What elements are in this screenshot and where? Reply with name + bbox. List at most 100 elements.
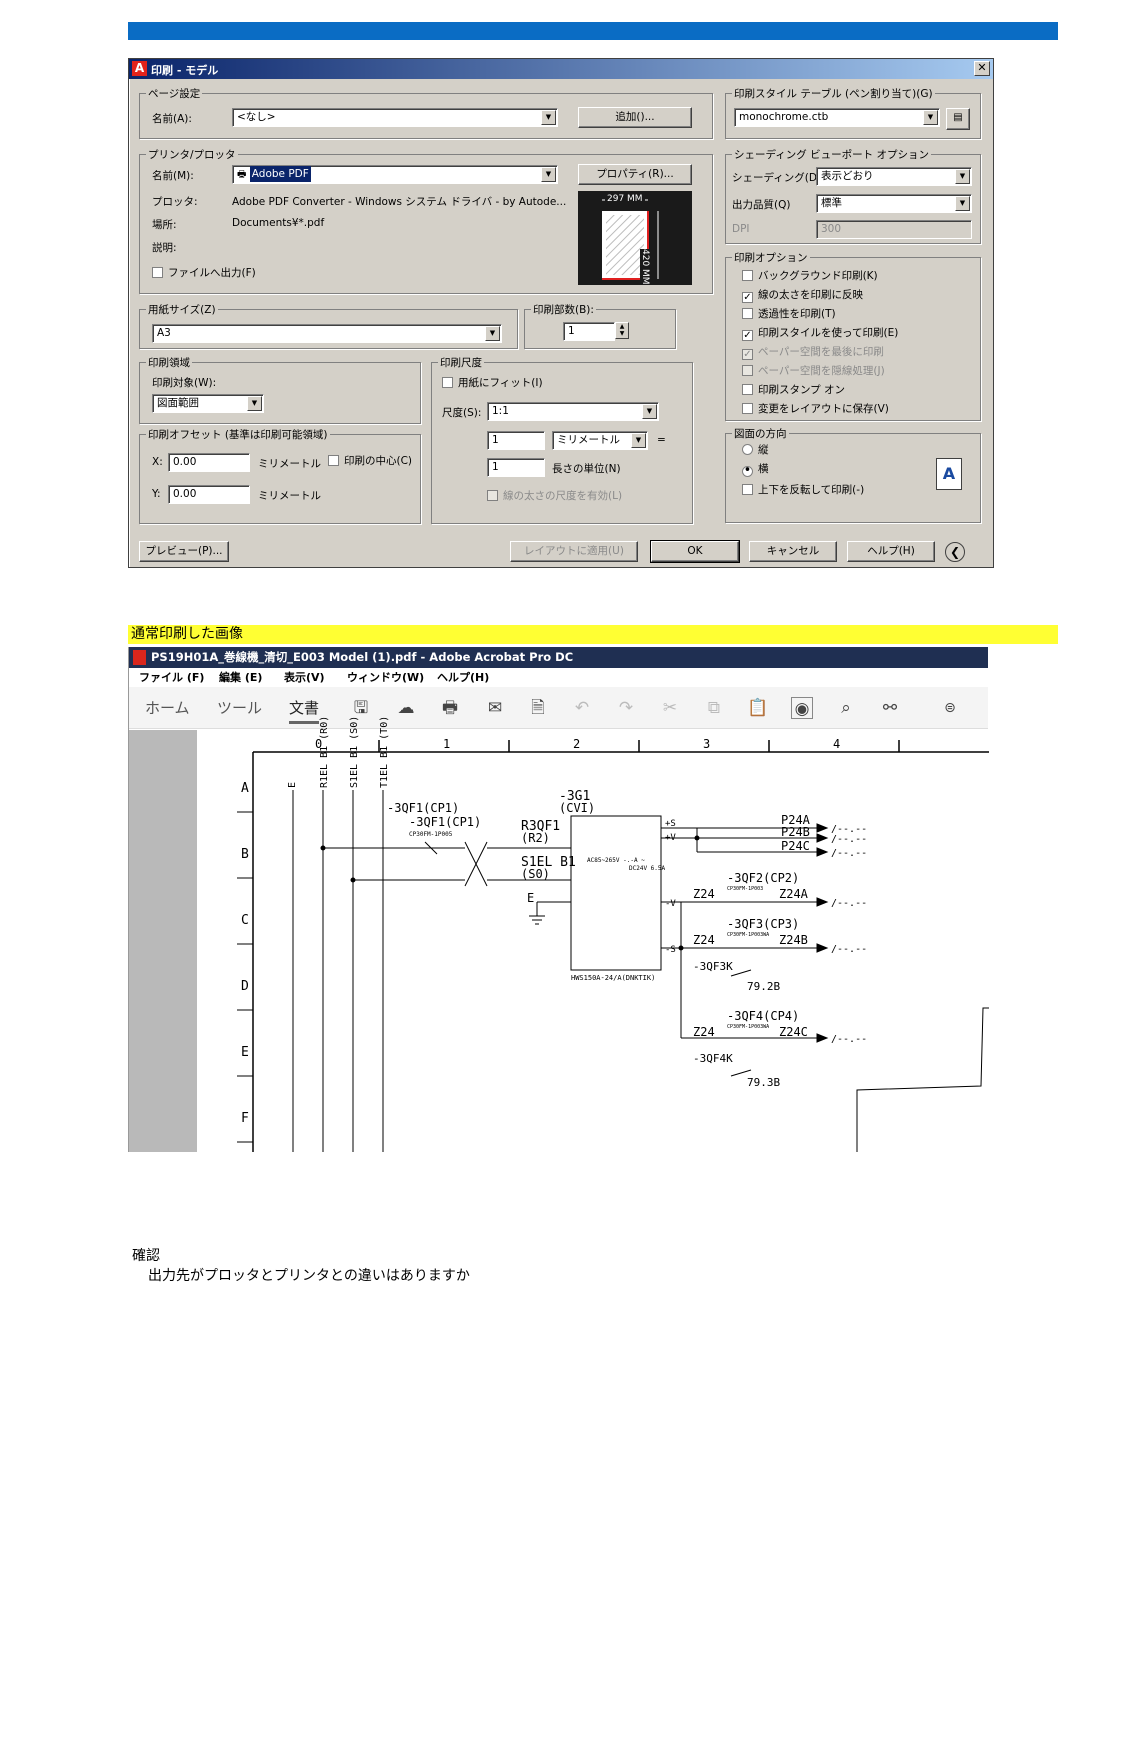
undo-icon[interactable]: ↶	[574, 698, 590, 718]
plot-area-group: 印刷領域 印刷対象(W): 図面範囲 ▼	[139, 355, 421, 424]
fit-to-paper-checkbox[interactable]: 用紙にフィット(I)	[442, 377, 543, 390]
column-number: 2	[573, 737, 580, 751]
mail-icon[interactable]: ✉	[487, 698, 503, 718]
snapshot-icon[interactable]: ◉	[791, 697, 813, 719]
menu-file[interactable]: ファイル (F)	[139, 671, 205, 684]
acrobat-menu-bar: ファイル (F) 編集 (E) 表示(V) ウィンドウ(W) ヘルプ(H)	[129, 668, 988, 687]
arrow-ref: /--.--	[831, 898, 867, 909]
menu-help[interactable]: ヘルプ(H)	[437, 671, 490, 684]
plot-to-file-checkbox[interactable]: ファイルへ出力(F)	[152, 267, 256, 280]
cut-icon[interactable]: ✂	[662, 698, 678, 718]
scale-select[interactable]: 1:1 ▼	[487, 402, 659, 421]
note-text: 出力先がプロッタとプリンタとの違いはありますか	[148, 1268, 470, 1284]
landscape-radio[interactable]: •横	[742, 463, 769, 478]
apply-to-layout-button[interactable]: レイアウトに適用(U)	[510, 541, 638, 562]
background-plot-checkbox[interactable]: バックグラウンド印刷(K)	[742, 270, 878, 283]
paper-size-legend: 用紙サイズ(Z)	[146, 302, 218, 317]
ok-button[interactable]: OK	[650, 540, 740, 563]
g1-model: HWS150A-24/A(DNKTIK)	[571, 974, 655, 982]
printer-name-label: 名前(M):	[152, 170, 194, 182]
cloud-upload-icon[interactable]: ☁	[397, 698, 415, 718]
cancel-button[interactable]: キャンセル	[749, 541, 837, 562]
add-page-setup-button[interactable]: 追加()...	[578, 107, 692, 128]
cvi-label: (CVI)	[559, 801, 595, 815]
plot-options-legend: 印刷オプション	[732, 250, 810, 265]
tab-document[interactable]: 文書	[289, 697, 320, 724]
page-setup-name-select[interactable]: <なし> ▼	[232, 108, 558, 127]
column-number: 3	[703, 737, 710, 751]
r3qf1-label: R3QF1	[521, 819, 560, 834]
s0-label: (S0)	[521, 867, 550, 881]
plot-style-table-select[interactable]: monochrome.ctb ▼	[734, 108, 940, 127]
column-number: 4	[833, 737, 840, 751]
help-button[interactable]: ヘルプ(H)	[847, 541, 935, 562]
tab-tools[interactable]: ツール	[217, 699, 263, 717]
paperspace-last-checkbox[interactable]: ✓ペーパー空間を最後に印刷	[742, 346, 884, 360]
paper-size-select[interactable]: A3 ▼	[152, 324, 502, 343]
plot-transparency-checkbox[interactable]: 透過性を印刷(T)	[742, 308, 836, 321]
scale-unit-select[interactable]: ミリメートル ▼	[552, 431, 648, 450]
scale-value2-input[interactable]: 1	[487, 458, 545, 477]
plot-stamp-checkbox[interactable]: 印刷スタンプ オン	[742, 384, 845, 397]
printer-name-select[interactable]: 🖶 Adobe PDF ▼	[232, 165, 558, 184]
printer-properties-button[interactable]: プロパティ(R)...	[578, 164, 692, 185]
offset-y-input[interactable]: 0.00	[168, 485, 250, 504]
qf1-top-label: -3QF1(CP1)	[387, 801, 459, 815]
print-icon[interactable]: 🖶	[441, 698, 459, 718]
orientation-group: 図面の方向 縦 •横 上下を反転して印刷(-) A	[725, 426, 981, 523]
collapse-toolbar-icon[interactable]: ⊜	[944, 700, 956, 716]
offset-x-input[interactable]: 0.00	[168, 453, 250, 472]
plot-lineweights-checkbox[interactable]: ✓線の太さを印刷に反映	[742, 289, 863, 303]
menu-window[interactable]: ウィンドウ(W)	[347, 671, 425, 684]
preview-width-label: 297 MM	[605, 194, 645, 204]
bus-label: E	[287, 782, 298, 788]
row-letter: F	[241, 1111, 249, 1126]
printer-legend: プリンタ/プロッタ	[146, 147, 238, 162]
quality-select[interactable]: 標準 ▼	[816, 194, 972, 213]
plot-with-styles-checkbox[interactable]: ✓印刷スタイルを使って印刷(E)	[742, 327, 899, 341]
plot-area-select[interactable]: 図面範囲 ▼	[152, 394, 264, 413]
offset-y-label: Y:	[152, 488, 161, 500]
shade-select[interactable]: 表示どおり ▼	[816, 167, 972, 186]
copies-input[interactable]: 1	[563, 322, 615, 341]
scale-value1-input[interactable]: 1	[487, 431, 545, 450]
search-icon[interactable]: ⌕	[841, 698, 851, 718]
edit-style-table-icon[interactable]: ▤	[946, 108, 970, 130]
menu-edit[interactable]: 編集 (E)	[219, 671, 263, 684]
upside-down-checkbox[interactable]: 上下を反転して印刷(-)	[742, 484, 864, 497]
center-plot-checkbox[interactable]: 印刷の中心(C)	[328, 455, 412, 468]
hide-paperspace-checkbox[interactable]: ペーパー空間を隠線処理(J)	[742, 365, 885, 378]
acrobat-left-pane	[129, 730, 197, 1152]
plot-scale-group: 印刷尺度 用紙にフィット(I) 尺度(S): 1:1 ▼ 1 ミリメートル ▼ …	[431, 355, 693, 524]
acrobat-toolbar: ホーム ツール 文書 🖫 ☁ 🖶 ✉ 🗎 ↶ ↷ ✂ ⧉ 📋 ◉ ⌕ ⚯ ⊜	[129, 687, 988, 729]
s1elb1-label: S1EL B1	[521, 855, 576, 870]
collapse-arrow-icon[interactable]: ❮	[945, 542, 965, 562]
page-setup-name-label: 名前(A):	[152, 113, 192, 125]
qf1-model: CP30FM-1P005	[409, 831, 453, 838]
row-letter: A	[241, 781, 249, 796]
menu-view[interactable]: 表示(V)	[284, 671, 325, 684]
file-settings-icon[interactable]: 🗎	[531, 698, 545, 718]
dpi-input[interactable]: 300	[816, 220, 972, 239]
arrow-ref: /--.--	[831, 944, 867, 955]
save-to-layout-checkbox[interactable]: 変更をレイアウトに保存(V)	[742, 403, 889, 416]
power-supply-block	[570, 815, 662, 971]
copies-legend: 印刷部数(B):	[531, 302, 596, 317]
portrait-radio[interactable]: 縦	[742, 444, 769, 457]
z24-label: Z24	[693, 887, 715, 901]
save-icon[interactable]: 🖫	[353, 698, 369, 718]
copy-icon[interactable]: ⧉	[707, 698, 721, 718]
redo-icon[interactable]: ↷	[618, 698, 634, 718]
plotter-value: Adobe PDF Converter - Windows システム ドライバ …	[232, 196, 567, 208]
preview-button[interactable]: プレビュー(P)...	[139, 541, 229, 562]
binoculars-icon[interactable]: ⚯	[882, 698, 898, 718]
tab-home[interactable]: ホーム	[145, 699, 190, 717]
ref-79-3b: 79.3B	[747, 1076, 780, 1089]
chevron-down-icon: ▼	[485, 326, 500, 341]
clipboard-icon[interactable]: 📋	[747, 698, 769, 718]
close-icon[interactable]: ✕	[974, 61, 990, 76]
copies-spinner[interactable]: ▲▼	[615, 322, 629, 339]
scale-lineweights-checkbox[interactable]: 線の太さの尺度を有効(L)	[487, 490, 622, 503]
autocad-app-icon: A	[132, 61, 147, 76]
r2-label: (R2)	[521, 831, 550, 845]
